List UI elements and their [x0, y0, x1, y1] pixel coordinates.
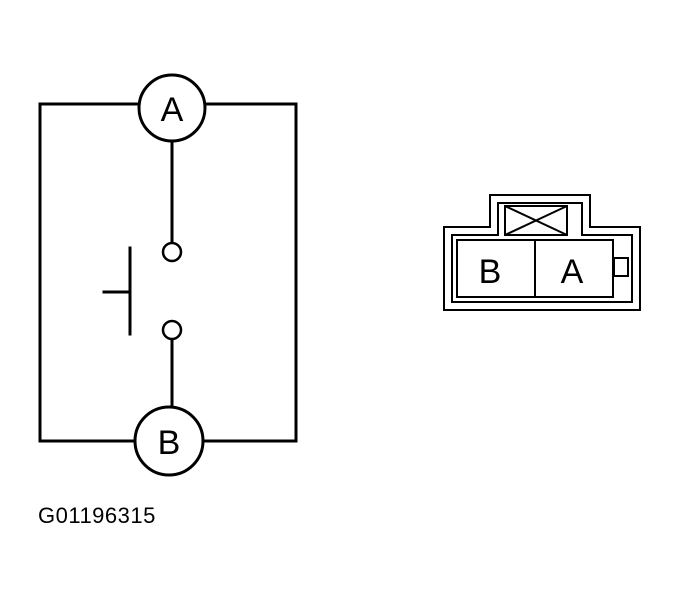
connector-inner-housing: [451, 202, 633, 303]
side-key: [613, 257, 629, 277]
lower-contact: [161, 319, 183, 341]
loop-wire: [38, 102, 142, 443]
connector-face: B A: [443, 194, 641, 311]
terminal-a: A: [137, 73, 207, 143]
terminal-b-circle: [133, 405, 205, 477]
loop-wire-right: [201, 102, 298, 443]
cavity-a-label: A: [561, 253, 584, 291]
cavity-b-label: B: [479, 253, 502, 291]
upper-contact: [161, 241, 183, 263]
switch-schematic: A B: [38, 73, 298, 477]
terminal-b: B: [133, 405, 205, 477]
terminal-b-label: B: [158, 424, 181, 462]
lock-tab-cross-2: [504, 205, 568, 236]
figure-code: G01196315: [38, 503, 156, 528]
terminal-a-circle: [137, 73, 207, 143]
terminal-a-label: A: [161, 91, 184, 129]
connector-housing: [443, 194, 641, 311]
lock-tab: [504, 205, 568, 236]
